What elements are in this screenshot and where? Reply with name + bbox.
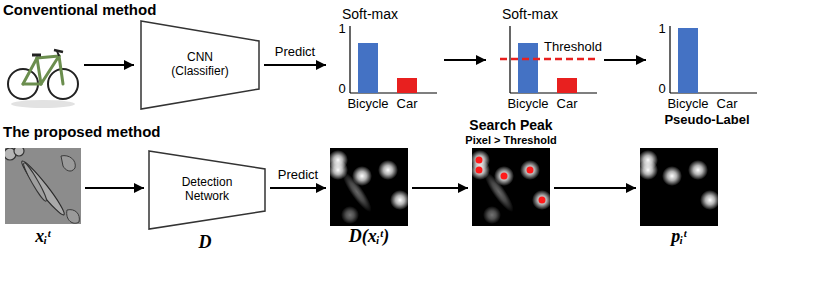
threshold-line xyxy=(500,58,596,61)
flow-arrow xyxy=(270,187,326,189)
text-label: Search Peak xyxy=(469,117,552,133)
edge-label: Predict xyxy=(273,45,317,60)
pseudo-label-map xyxy=(638,148,720,226)
text-label: Detection Network xyxy=(165,176,249,204)
cell-image xyxy=(4,146,81,224)
text-label: CNN (Classifier) xyxy=(158,51,242,79)
softmax-chart: Soft-maxThresholdBicycle Car xyxy=(490,5,600,110)
text-label: Car xyxy=(397,97,418,112)
detection-network: Detection NetworkD xyxy=(148,150,266,250)
softmax-chart: Soft-max1 0Bicycle Car xyxy=(330,5,440,110)
bar-bicycle xyxy=(518,43,538,93)
blob xyxy=(520,160,540,180)
text-label: 1 xyxy=(338,22,345,37)
text-label: Threshold xyxy=(544,40,602,55)
input-arrow xyxy=(84,64,134,66)
blob xyxy=(328,160,348,180)
cell xyxy=(14,146,24,156)
blob xyxy=(494,166,514,186)
text-label: 1 xyxy=(658,22,665,37)
heat-map: Search PeakPixel > Threshold xyxy=(472,118,550,248)
text-label: xᵢᵗ xyxy=(35,226,50,247)
input-image: xᵢᵗ xyxy=(5,148,81,248)
text-label: Bicycle xyxy=(347,97,388,112)
cell xyxy=(61,156,75,171)
flow-arrow xyxy=(85,187,144,189)
blob xyxy=(352,166,372,186)
cell xyxy=(67,210,80,224)
pseudo-label-map: pᵢᵗ xyxy=(640,148,718,248)
classifier-network: CNN (Classifier) xyxy=(140,20,260,110)
blob xyxy=(700,190,720,210)
cell xyxy=(19,158,68,217)
bar-car xyxy=(557,78,577,93)
text-label: 0 xyxy=(338,82,345,97)
text-label: D(xᵢᵗ) xyxy=(349,226,389,247)
edge-label: Predict xyxy=(276,168,320,183)
handlebar xyxy=(54,50,63,52)
weak-response xyxy=(483,206,501,224)
saddle xyxy=(32,54,41,57)
blob xyxy=(532,190,552,210)
section-title: The proposed method xyxy=(3,123,161,140)
flow-arrow xyxy=(604,59,646,61)
shadow xyxy=(11,100,75,108)
bar-bicycle xyxy=(678,28,698,93)
blob xyxy=(638,160,658,180)
flow-arrow xyxy=(444,59,486,61)
trapezoid-shape xyxy=(141,21,259,109)
heat-map: D(xᵢᵗ) xyxy=(330,148,408,248)
text-label: Bicycle xyxy=(507,97,548,112)
pseudo-label-chart: 1 0Bicycle CarPseudo-Label xyxy=(650,5,765,130)
bicycle-picture xyxy=(8,50,78,108)
text-label: Bicycle xyxy=(667,97,708,112)
heat-map xyxy=(470,148,552,226)
image-ground xyxy=(5,148,81,224)
text-label: Car xyxy=(717,97,738,112)
axis xyxy=(669,26,670,93)
bar-car xyxy=(397,78,417,93)
weak-response xyxy=(341,206,359,224)
flow-arrow xyxy=(264,64,326,66)
flow-arrow xyxy=(412,187,468,189)
text-label: pᵢᵗ xyxy=(671,226,686,247)
pseudo-label-chart xyxy=(670,26,757,93)
text-label: Soft-max xyxy=(502,6,558,22)
text-label: Pseudo-Label xyxy=(664,113,749,128)
blob xyxy=(688,160,708,180)
stem xyxy=(57,51,59,56)
blob xyxy=(662,166,682,186)
softmax-chart xyxy=(500,26,597,93)
text-label: Soft-max xyxy=(342,6,398,22)
trapezoid-shape xyxy=(149,151,265,229)
blob xyxy=(390,190,410,210)
section-title: Conventional method xyxy=(3,1,156,18)
axis xyxy=(349,26,350,93)
text-label: D xyxy=(199,232,212,253)
peak-dots xyxy=(476,157,546,204)
heat-map xyxy=(328,148,410,226)
softmax-chart xyxy=(350,26,437,93)
text-label: Car xyxy=(557,97,578,112)
bicycle-frame xyxy=(23,56,63,84)
flow-arrow xyxy=(554,187,636,189)
blob xyxy=(378,160,398,180)
text-label: Pixel > Threshold xyxy=(465,134,556,147)
bar-bicycle xyxy=(358,43,378,93)
cell xyxy=(21,161,48,202)
axis xyxy=(509,26,510,93)
text-label: 0 xyxy=(658,82,665,97)
